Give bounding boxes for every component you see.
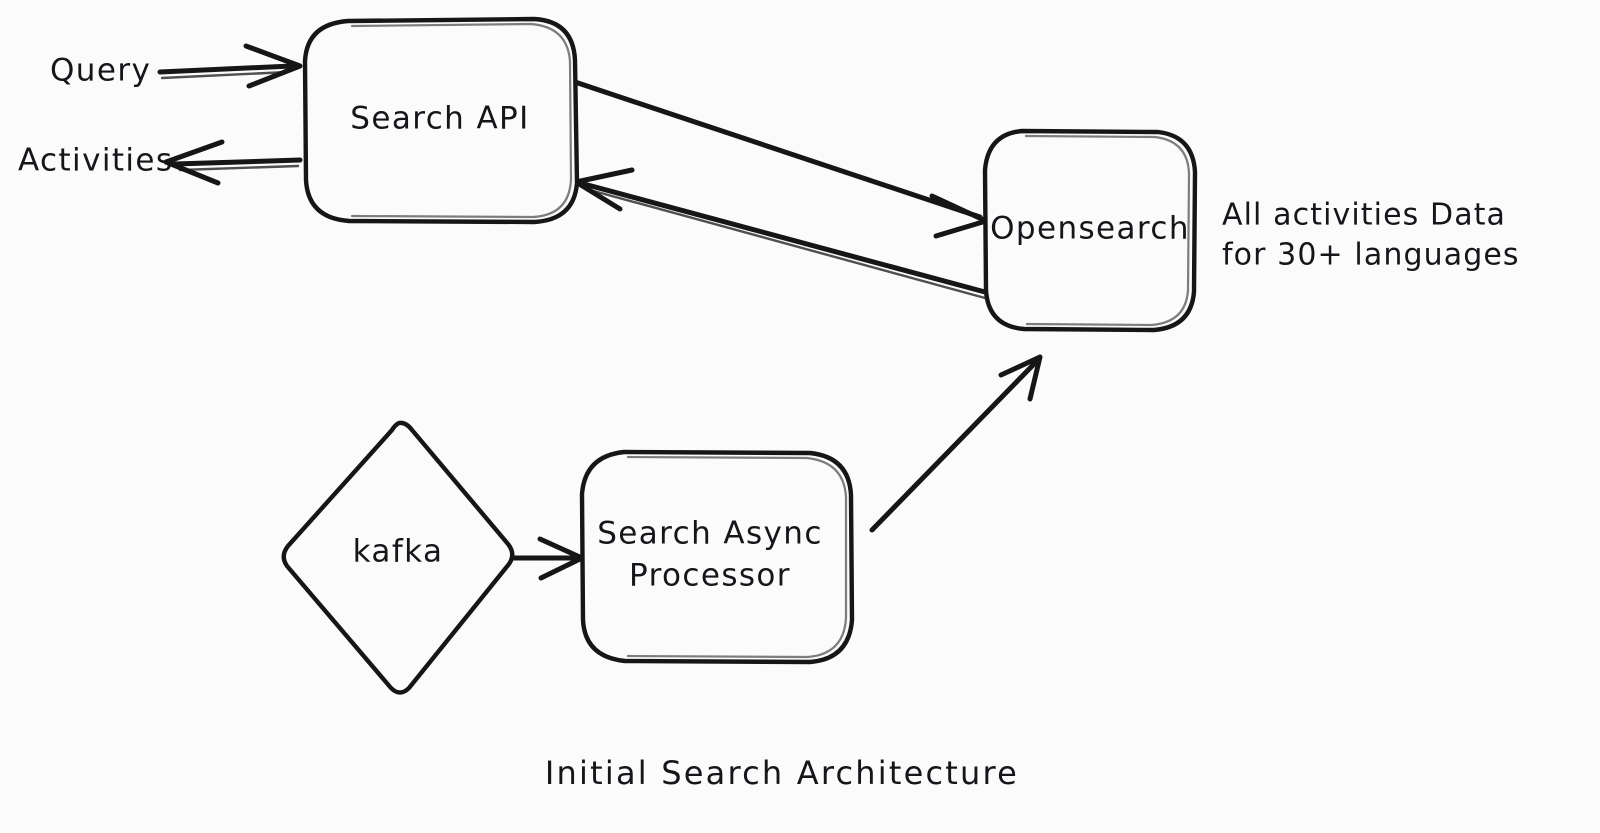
node-opensearch[interactable]: Opensearch: [982, 128, 1198, 333]
annotation-line-1: All activities Data: [1222, 198, 1506, 233]
diagram-caption: Initial Search Architecture: [545, 754, 1019, 792]
edge-query-arrow: [157, 43, 303, 89]
node-kafka[interactable]: kafka: [281, 420, 515, 695]
edge-processor-to-opensearch: [869, 354, 1043, 533]
annotation-opensearch-note: All activities Data for 30+ languages: [1222, 198, 1520, 273]
node-processor-label-line2: Processor: [629, 558, 791, 594]
edge-opensearch-to-search-api: [573, 167, 988, 300]
node-search-api[interactable]: Search API: [302, 16, 580, 225]
node-kafka-label: kafka: [353, 534, 444, 570]
annotation-line-2: for 30+ languages: [1222, 238, 1520, 273]
node-processor-label-line1: Search Async: [597, 516, 823, 552]
edge-search-api-to-opensearch: [572, 79, 989, 239]
edge-kafka-to-processor: [510, 536, 585, 581]
edge-activities-arrow: [163, 139, 303, 186]
node-search-async-processor[interactable]: Search Async Processor: [579, 449, 855, 665]
edge-label-query: Query: [50, 53, 151, 89]
node-search-api-label: Search API: [350, 101, 529, 137]
edge-label-activities: Activities: [18, 143, 173, 179]
node-opensearch-label: Opensearch: [990, 211, 1190, 247]
